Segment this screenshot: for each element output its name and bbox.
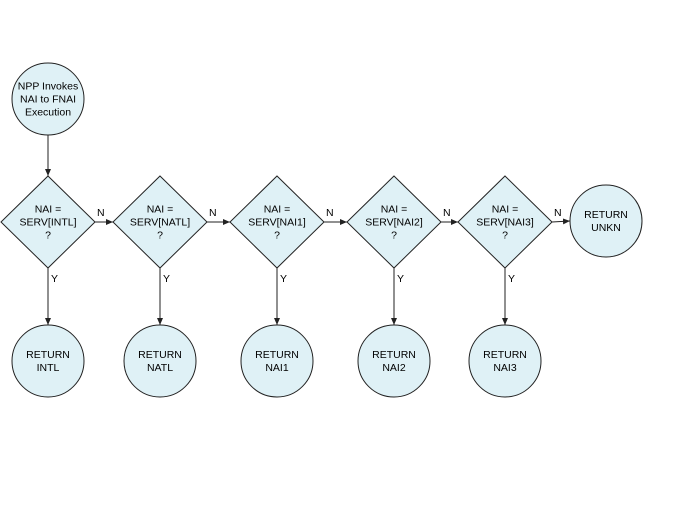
decision-node-2: NAI =SERV[NATL]? [112, 175, 208, 269]
decision-node-1-shape [0, 175, 96, 269]
decision-node-1-line: SERV[INTL] [20, 217, 77, 229]
decision-node-2-line: ? [157, 230, 163, 242]
decision-node-5-shape [457, 175, 553, 269]
result-node-2-shape [123, 324, 197, 398]
decision-node-1: NAI =SERV[INTL]? [0, 175, 96, 269]
fallback-node-shape [569, 184, 643, 258]
start-node-shape [11, 62, 85, 136]
result-node-4-line: NAI2 [382, 362, 406, 374]
fallback-node-line: RETURN [584, 209, 628, 221]
start-node-line: NPP Invokes [18, 81, 79, 93]
result-node-4-shape [357, 324, 431, 398]
decision-node-3-line: ? [274, 230, 280, 242]
result-node-1-line: RETURN [26, 349, 70, 361]
decision-node-5-line: NAI = [492, 204, 519, 216]
decision-node-2-shape [112, 175, 208, 269]
decision-node-2-line: NAI = [147, 204, 174, 216]
decision-node-4-line: SERV[NAI2] [365, 217, 423, 229]
decision-node-1-line: NAI = [35, 204, 62, 216]
edge-label-yes: Y [397, 273, 404, 285]
result-node-3-line: RETURN [255, 349, 299, 361]
edge-label-no: N [209, 207, 217, 219]
start-node-line: Execution [25, 107, 71, 119]
result-node-3-line: NAI1 [265, 362, 289, 374]
decision-node-4: NAI =SERV[NAI2]? [346, 175, 442, 269]
result-node-1-line: INTL [37, 362, 60, 374]
decision-node-4-shape [346, 175, 442, 269]
result-node-1-shape [11, 324, 85, 398]
result-node-5-line: RETURN [483, 349, 527, 361]
decision-node-1-line: ? [45, 230, 51, 242]
edge-label-no: N [97, 207, 105, 219]
result-node-5-shape [468, 324, 542, 398]
result-node-2-line: RETURN [138, 349, 182, 361]
result-node-3-shape [240, 324, 314, 398]
result-node-4-line: RETURN [372, 349, 416, 361]
decision-node-5: NAI =SERV[NAI3]? [457, 175, 553, 269]
decision-node-3-line: NAI = [264, 204, 291, 216]
edge-label-yes: Y [508, 273, 515, 285]
decision-node-3-line: SERV[NAI1] [248, 217, 306, 229]
decision-node-5-line: ? [502, 230, 508, 242]
edge-label-no: N [326, 207, 334, 219]
fallback-node-line: UNKN [591, 222, 621, 234]
decision-node-5-line: SERV[NAI3] [476, 217, 534, 229]
decision-node-4-line: ? [391, 230, 397, 242]
decision-node-4-line: NAI = [381, 204, 408, 216]
decision-node-3-shape [229, 175, 325, 269]
result-node-5-line: NAI3 [493, 362, 517, 374]
result-node-2-line: NATL [147, 362, 173, 374]
decision-node-2-line: SERV[NATL] [130, 217, 190, 229]
edge-d5-unkn [551, 218, 571, 225]
edge-label-yes: Y [163, 273, 170, 285]
decision-node-3: NAI =SERV[NAI1]? [229, 175, 325, 269]
edge-label-no: N [443, 207, 451, 219]
edge-label-yes: Y [280, 273, 287, 285]
start-node-line: NAI to FNAI [20, 94, 76, 106]
edge-label-no: N [554, 207, 562, 219]
edge-label-yes: Y [51, 273, 58, 285]
